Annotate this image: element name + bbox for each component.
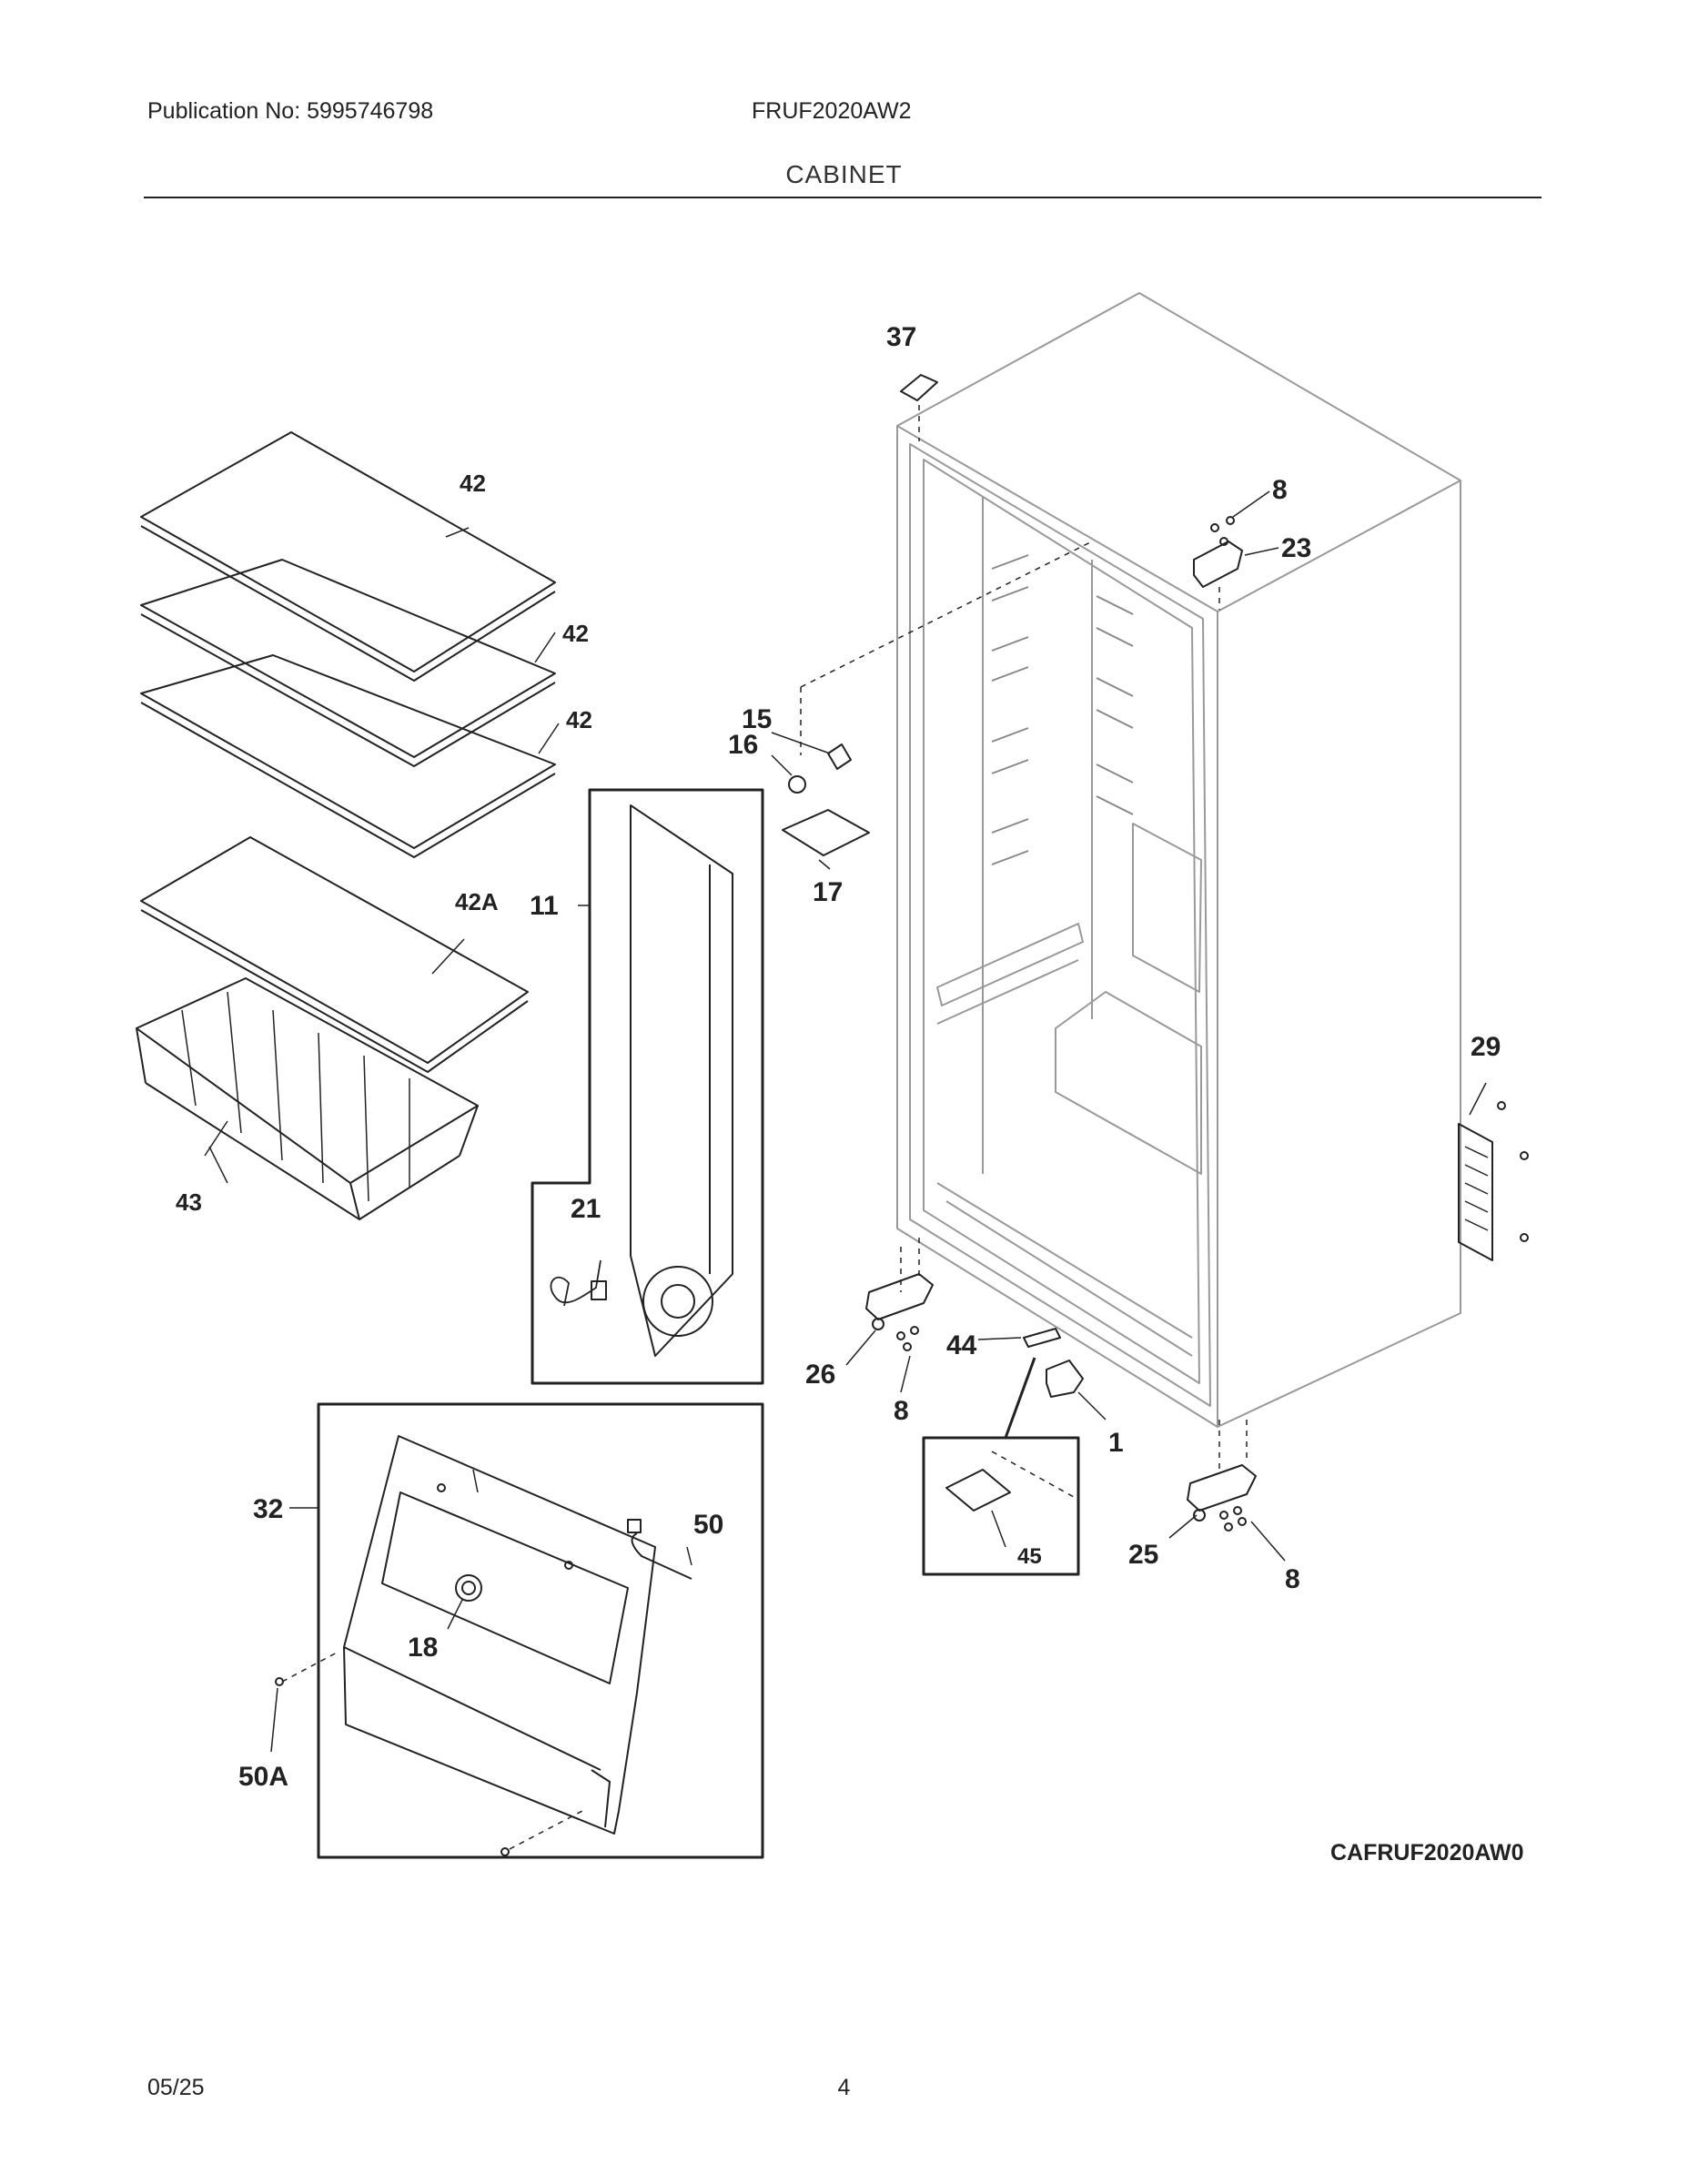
- callout-45: 45: [1017, 1544, 1042, 1569]
- section-title: CABINET: [785, 160, 903, 188]
- part-21-harness: [550, 1259, 601, 1307]
- callout-42A: 42A: [455, 888, 499, 915]
- callout-8-right: 8: [1285, 1564, 1300, 1594]
- callout-42-top: 42: [460, 470, 486, 497]
- header-divider: [144, 197, 1541, 198]
- callout-21: 21: [571, 1194, 601, 1224]
- part-11-air-tower: [630, 804, 733, 1357]
- callout-26: 26: [805, 1360, 835, 1390]
- publication-number: Publication No: 5995746798: [147, 98, 434, 124]
- part-16-bulb: [788, 775, 806, 794]
- page-number: 4: [837, 2075, 851, 2100]
- callout-18: 18: [408, 1633, 438, 1663]
- shelf-42-top: [140, 431, 556, 682]
- callout-37: 37: [886, 322, 916, 352]
- cabinet-door-bins: [991, 554, 1134, 865]
- shelf-42-middle: [140, 559, 556, 767]
- part-32-kickplate: [343, 1435, 656, 1835]
- callout-11: 11: [530, 891, 559, 921]
- part-50-wire: [631, 1532, 692, 1580]
- callout-1: 1: [1108, 1428, 1124, 1458]
- part-11-box: [531, 788, 764, 1385]
- cabinet-body: [896, 292, 1461, 1428]
- diagram-code: CAFRUF2020AW0: [1330, 1840, 1524, 1866]
- callout-50: 50: [693, 1510, 723, 1540]
- callout-8-left: 8: [894, 1396, 909, 1426]
- callout-17: 17: [813, 877, 843, 907]
- part-23-top-hinge: [1193, 541, 1243, 588]
- part-25-bottom-hinge: [1187, 1464, 1257, 1512]
- part-32-box: [317, 1402, 764, 1859]
- callout-15: 15: [742, 704, 772, 734]
- callout-23: 23: [1281, 533, 1311, 563]
- callout-16: 16: [728, 730, 758, 760]
- part-26-lower-hinge: [865, 1273, 934, 1320]
- callout-42-middle: 42: [562, 620, 589, 647]
- part-44-bracket: [1023, 1328, 1061, 1348]
- model-number: FRUF2020AW2: [752, 98, 912, 124]
- part-15-lamp-socket: [827, 743, 852, 770]
- callout-25: 25: [1128, 1540, 1158, 1570]
- footer-date: 05/25: [147, 2075, 205, 2100]
- callout-8-top: 8: [1272, 475, 1288, 505]
- part-29-rear-cover: [1458, 1123, 1493, 1261]
- callout-32: 32: [253, 1494, 283, 1524]
- shelf-42A: [140, 836, 529, 1073]
- callout-43: 43: [176, 1188, 202, 1216]
- callout-50A: 50A: [238, 1762, 288, 1792]
- part-18-knob: [455, 1574, 482, 1602]
- part-37-label: [900, 374, 938, 401]
- callout-44: 44: [946, 1330, 977, 1360]
- callout-42-lower: 42: [566, 706, 592, 733]
- basket-43: [136, 977, 479, 1220]
- shelf-42-lower: [140, 654, 556, 858]
- part-1-lock: [1046, 1360, 1084, 1398]
- callout-29: 29: [1471, 1032, 1501, 1062]
- part-17-light-cover: [782, 809, 870, 856]
- part-45-inset-box: [922, 1436, 1080, 1576]
